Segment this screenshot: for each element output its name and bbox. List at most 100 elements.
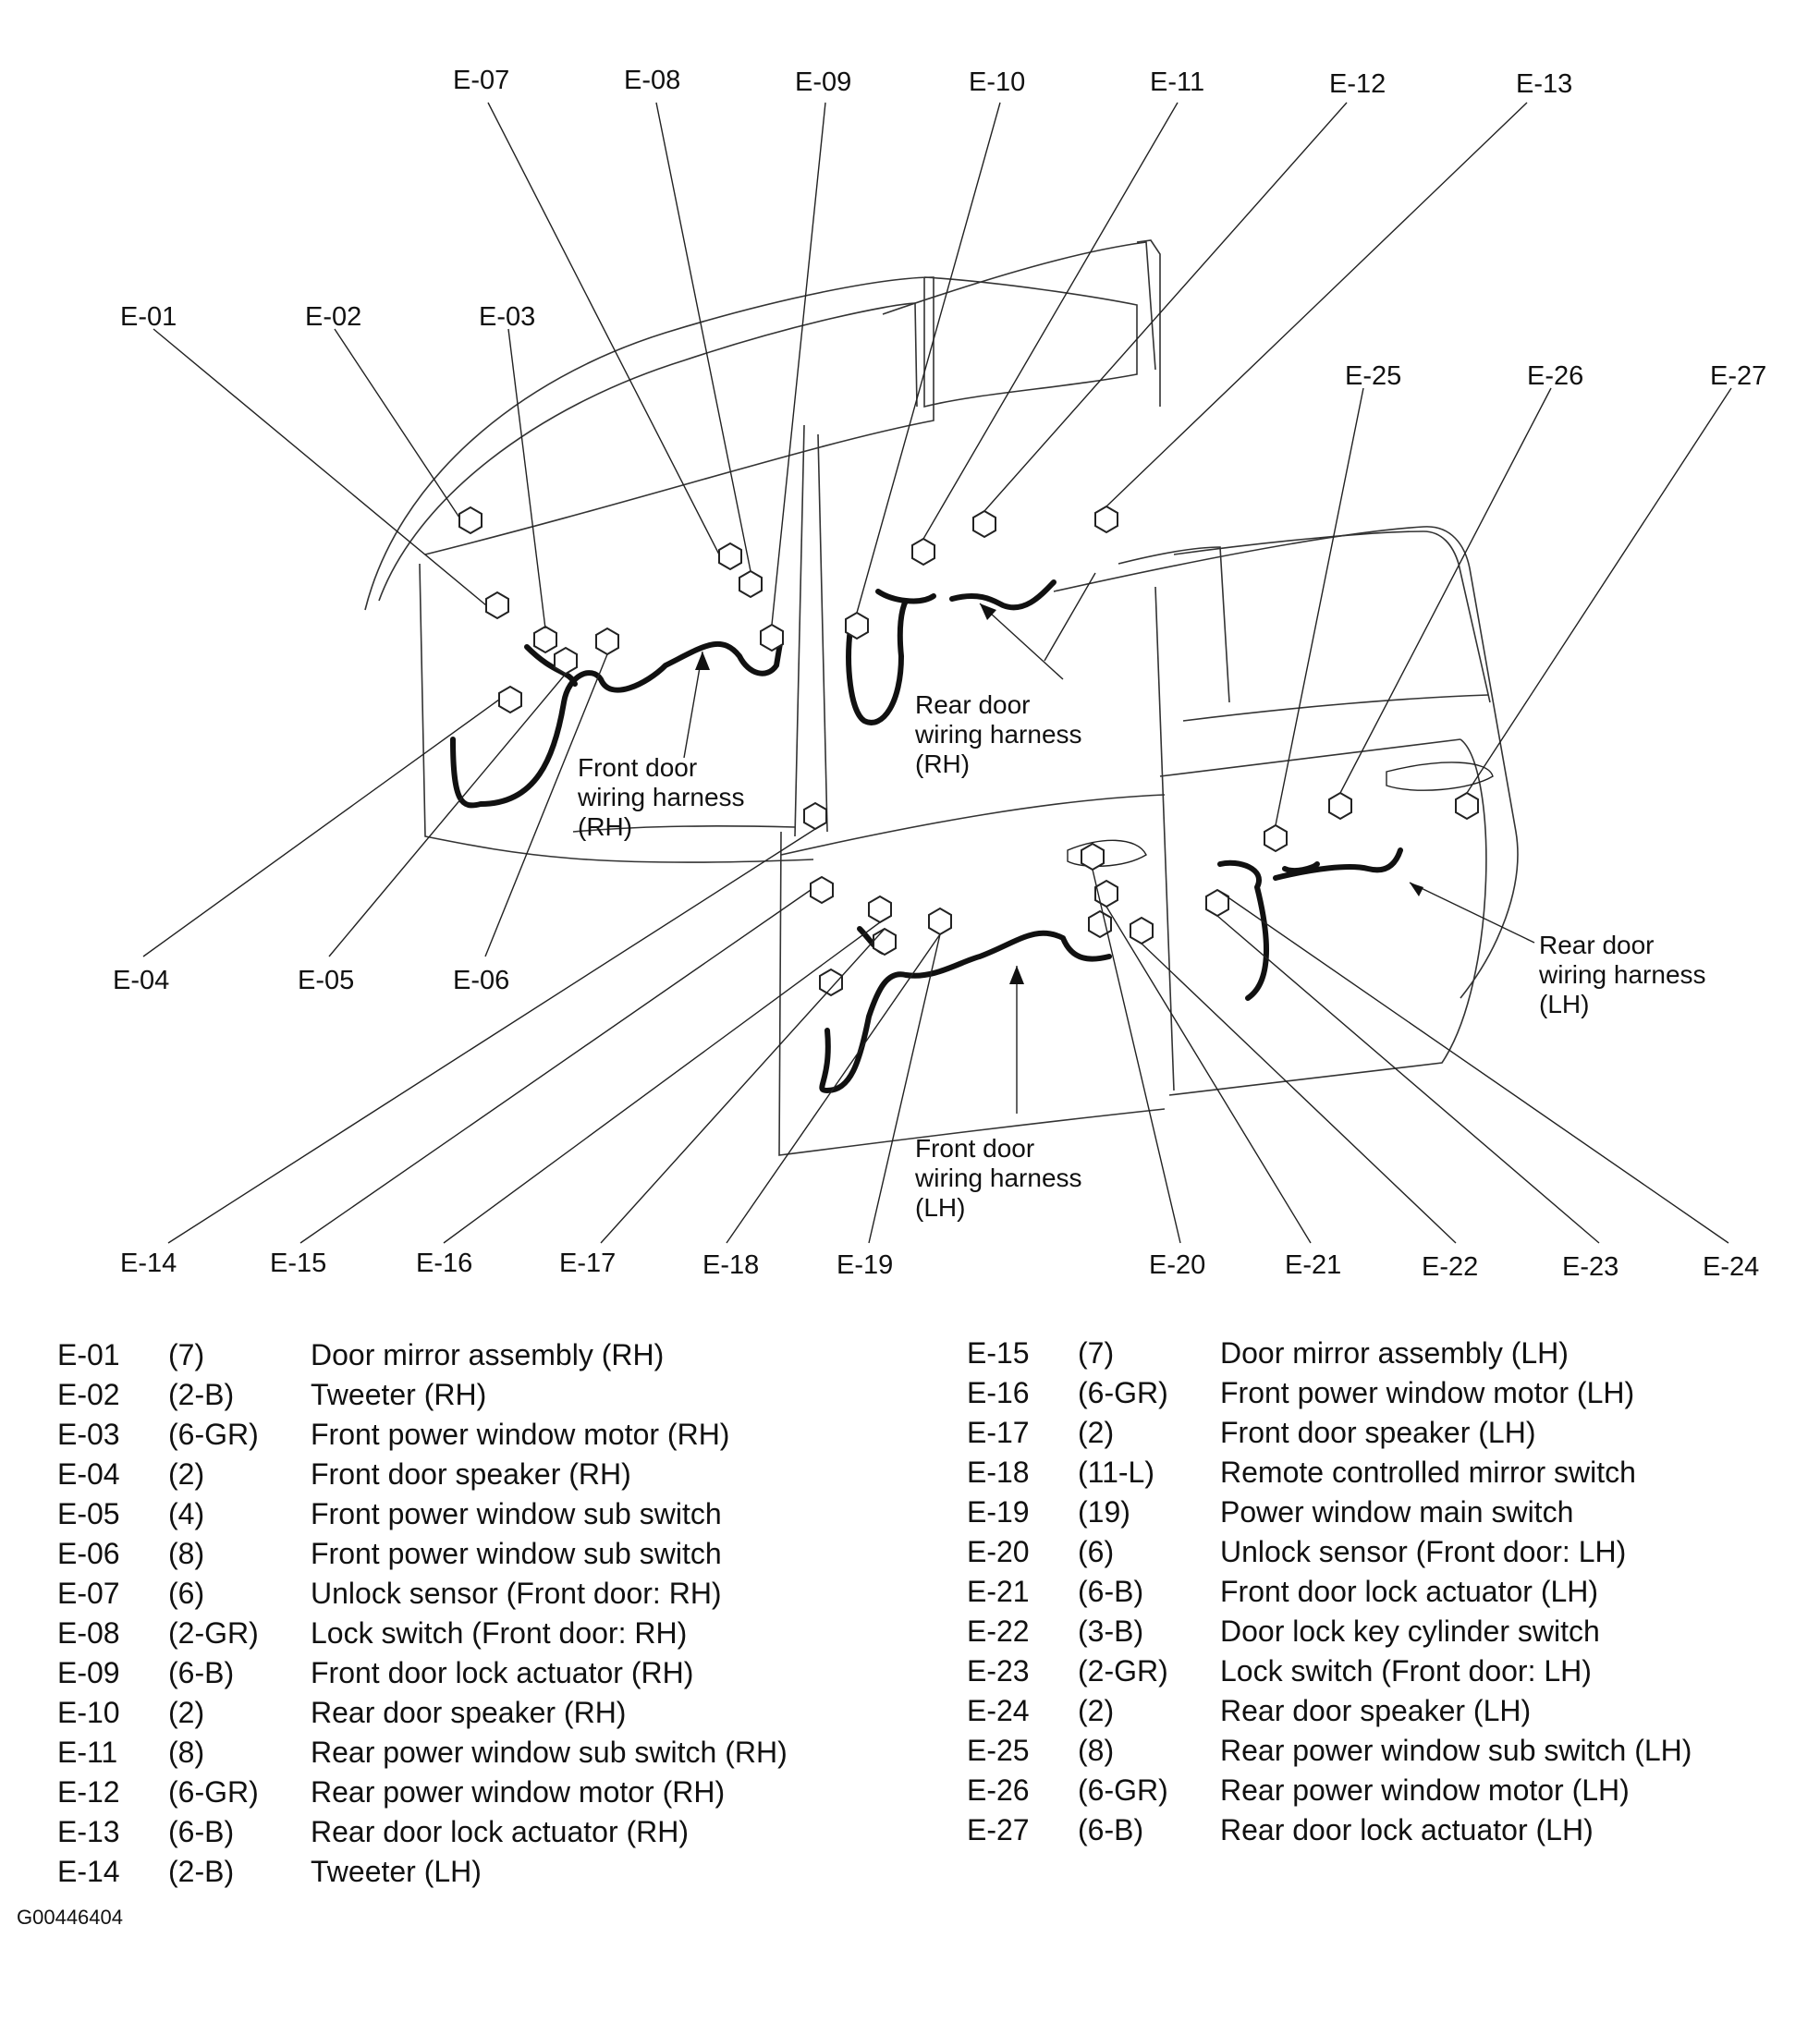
callout-e10: E-10: [969, 67, 1025, 97]
svg-text:Front door: Front door: [915, 1134, 1034, 1163]
legend-row: E-11(8)Rear power window sub switch (RH): [57, 1734, 889, 1771]
legend-code: E-07: [57, 1577, 120, 1610]
svg-text:(RH): (RH): [915, 749, 970, 778]
svg-text:wiring harness: wiring harness: [914, 720, 1082, 749]
svg-text:(LH): (LH): [1539, 990, 1589, 1018]
legend-code: E-21: [967, 1575, 1030, 1608]
legend-code: E-15: [967, 1336, 1030, 1370]
svg-text:wiring harness: wiring harness: [577, 783, 745, 811]
harness-arrowheads: [695, 603, 1423, 984]
callout-e08: E-08: [624, 66, 680, 95]
callout-e01: E-01: [120, 302, 177, 332]
legend-code: E-04: [57, 1457, 120, 1491]
legend-desc: Rear door lock actuator (RH): [311, 1815, 690, 1848]
legend-pins: (6-B): [168, 1815, 235, 1848]
callout-e23: E-23: [1562, 1252, 1618, 1282]
legend-pins: (2): [1078, 1694, 1115, 1727]
legend-desc: Door mirror assembly (LH): [1220, 1336, 1569, 1370]
legend-pins: (6-B): [168, 1656, 235, 1689]
legend-desc: Rear door lock actuator (LH): [1220, 1813, 1594, 1846]
harness-wires: [450, 579, 1403, 1093]
callout-e19: E-19: [837, 1250, 893, 1280]
legend-desc: Unlock sensor (Front door: RH): [311, 1577, 722, 1610]
legend-desc: Door lock key cylinder switch: [1220, 1615, 1600, 1648]
legend-pins: (2): [1078, 1416, 1115, 1449]
connector-markers: [458, 505, 1479, 997]
legend-row: E-08 (2-GR) Lock switch (Front door: RH): [57, 1615, 889, 1651]
legend-row: E-20(6)Unlock sensor (Front door: LH): [967, 1533, 1799, 1570]
legend-desc: Front power window sub switch: [311, 1497, 722, 1530]
harness-label-front-lh: Front door wiring harness (LH): [914, 1134, 1082, 1222]
legend-row: E-04(2)Front door speaker (RH): [57, 1456, 889, 1493]
legend-code: E-13: [57, 1815, 120, 1848]
svg-text:wiring harness: wiring harness: [914, 1164, 1082, 1192]
legend-desc: Lock switch (Front door: LH): [1220, 1654, 1592, 1688]
vehicle-body-outline: [364, 239, 1519, 1156]
legend-pins: (7): [168, 1338, 205, 1371]
harness-label-rear-lh: Rear door wiring harness (LH): [1538, 931, 1706, 1018]
legend-code: E-24: [967, 1694, 1030, 1727]
legend-desc: Lock switch (Front door: RH): [311, 1616, 688, 1650]
legend-row: E-21(6-B)Front door lock actuator (LH): [967, 1573, 1799, 1610]
legend-code: E-22: [967, 1615, 1030, 1648]
legend-desc: Rear power window motor (LH): [1220, 1773, 1630, 1807]
front-door-harness-rh-wire: [450, 635, 784, 809]
legend-pins: (2-GR): [168, 1616, 259, 1650]
figure-id: G00446404: [17, 1906, 123, 1929]
callout-e05: E-05: [298, 966, 354, 995]
legend-row: E-09 (6-B) Front door lock actuator (RH): [57, 1654, 889, 1691]
legend-row: E-18 (11-L) Remote controlled mirror switc…: [967, 1454, 1799, 1491]
callout-e26: E-26: [1527, 361, 1583, 391]
legend-desc: Front door speaker (RH): [311, 1457, 631, 1491]
legend-row: E-27 (6-B) Rear door lock actuator (LH): [967, 1811, 1799, 1848]
legend-pins: (6-GR): [168, 1418, 259, 1451]
legend-code: E-18: [967, 1456, 1030, 1489]
legend-row: E-22 (3-B) Door lock key cylinder switch: [967, 1613, 1799, 1650]
callout-e18: E-18: [702, 1250, 759, 1280]
legend-pins: (6): [168, 1577, 205, 1610]
legend-row: E-25(8)Rear power window sub switch (LH): [967, 1732, 1799, 1769]
legend-desc: Remote controlled mirror switch: [1220, 1456, 1636, 1489]
legend-code: E-25: [967, 1734, 1030, 1767]
callout-e03: E-03: [479, 302, 535, 332]
legend-pins: (2-GR): [1078, 1654, 1168, 1688]
legend-row: E-03(6-GR)Front power window motor (RH): [57, 1416, 889, 1453]
legend-row: E-23(2-GR)Lock switch (Front door: LH): [967, 1652, 1799, 1689]
legend-pins: (2-B): [168, 1378, 235, 1411]
legend-pins: (19): [1078, 1495, 1130, 1529]
legend-desc: Tweeter (LH): [311, 1855, 482, 1888]
legend-row: E-19(19)Power window main switch: [967, 1493, 1799, 1530]
rear-door-harness-rh-wire: [846, 598, 909, 725]
legend-desc: Power window main switch: [1220, 1495, 1574, 1529]
callout-e13: E-13: [1516, 69, 1572, 99]
legend-pins: (6-B): [1078, 1575, 1144, 1608]
legend-row: E-10(2)Rear door speaker (RH): [57, 1694, 889, 1731]
legend-code: E-16: [967, 1376, 1030, 1409]
legend-desc: Tweeter (RH): [311, 1378, 487, 1411]
legend-code: E-27: [967, 1813, 1030, 1846]
legend-pins: (11-L): [1078, 1456, 1154, 1489]
legend-code: E-10: [57, 1696, 120, 1729]
legend-pins: (2-B): [168, 1855, 235, 1888]
legend-desc: Front door lock actuator (RH): [311, 1656, 694, 1689]
legend-pins: (3-B): [1078, 1615, 1144, 1648]
callout-e04: E-04: [113, 966, 169, 995]
legend-code: E-09: [57, 1656, 120, 1689]
rear-door-harness-lh-wire: [1217, 859, 1269, 1001]
harness-label-front-rh: Front door wiring harness (RH): [577, 753, 745, 841]
legend-desc: Front power window motor (LH): [1220, 1376, 1635, 1409]
legend-code: E-14: [57, 1855, 120, 1888]
legend-pins: (6-B): [1078, 1813, 1144, 1846]
legend-pins: (6-GR): [1078, 1773, 1168, 1807]
legend-row: E-06(8)Front power window sub switch: [57, 1535, 889, 1572]
legend-code: E-08: [57, 1616, 120, 1650]
door-wiring-diagram: E-01 E-02 E-03 E-04 E-05 E-06 E-07 E-08 …: [113, 66, 1766, 1282]
svg-text:wiring harness: wiring harness: [1538, 960, 1706, 989]
legend-desc: Unlock sensor (Front door: LH): [1220, 1535, 1627, 1568]
legend-code: E-20: [967, 1535, 1030, 1568]
legend-desc: Front power window sub switch: [311, 1537, 722, 1570]
connector-legend-right: E-15(7)Door mirror assembly (LH) E-16(6-…: [967, 1334, 1799, 1852]
svg-text:Rear door: Rear door: [915, 690, 1031, 719]
legend-row: E-13 (6-B) Rear door lock actuator (RH): [57, 1813, 889, 1850]
legend-row: E-26(6-GR)Rear power window motor (LH): [967, 1772, 1799, 1809]
